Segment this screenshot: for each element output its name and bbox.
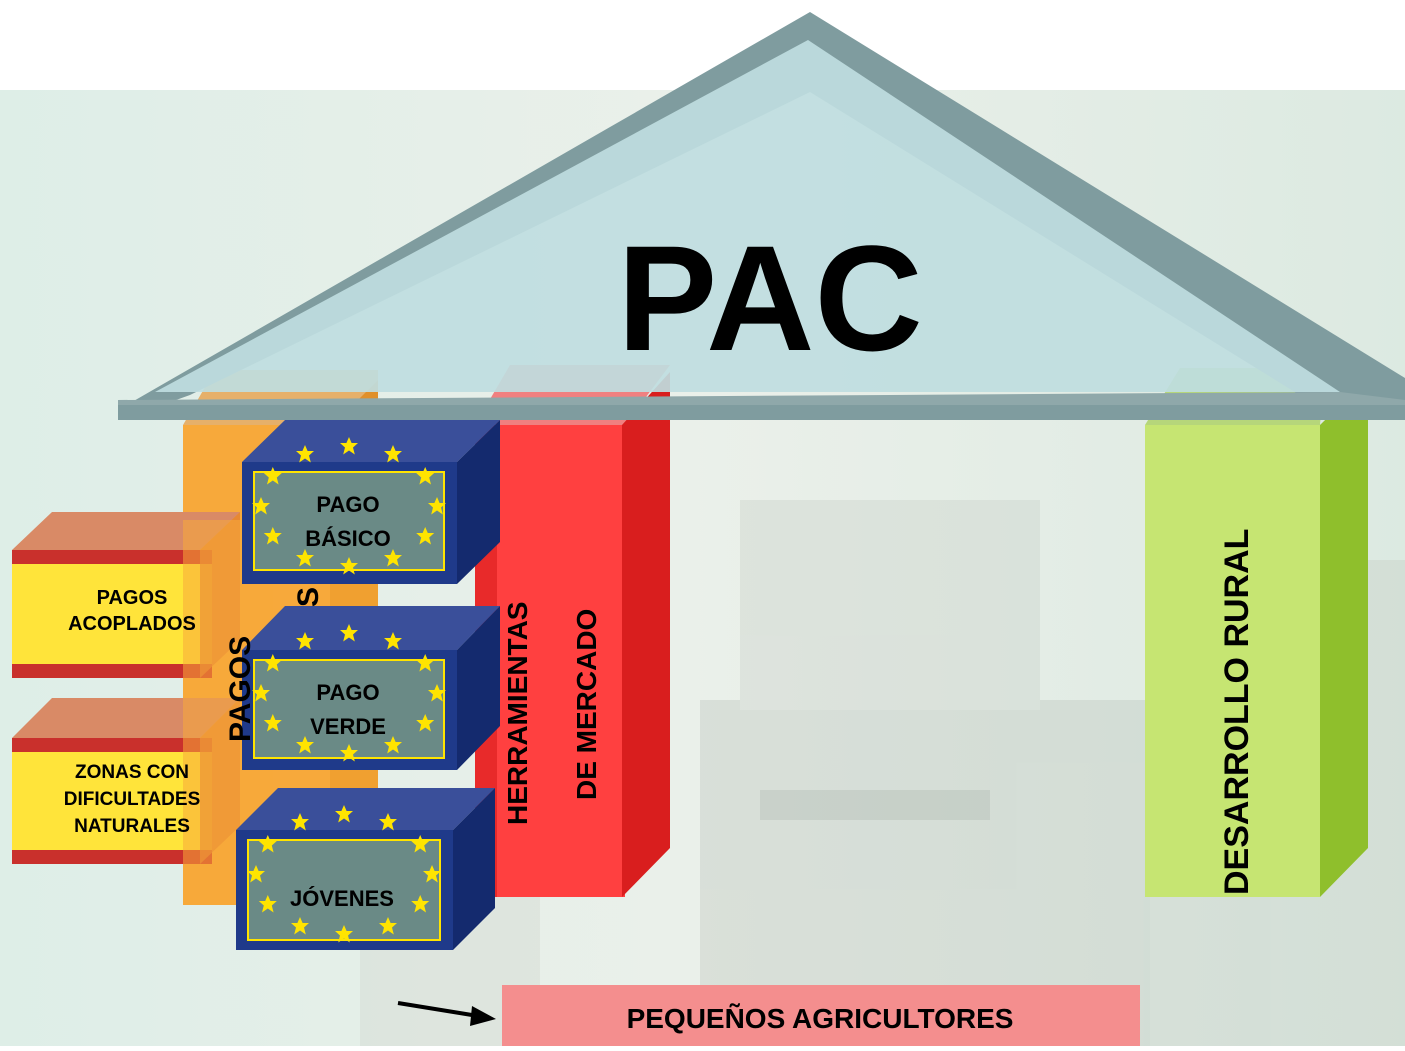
eu-box-2-line2: VERDE — [310, 714, 386, 739]
roof — [118, 12, 1405, 420]
pillar-pagos-label: PAGOS — [224, 636, 257, 742]
eu-box-1-line2: BÁSICO — [305, 526, 391, 551]
pequenos-agricultores-box — [502, 985, 1140, 1046]
spain-box-2-line2: DIFICULTADES — [64, 789, 201, 810]
eu-box-3-line1: JÓVENES — [290, 886, 394, 911]
pillar-herramientas-line2: DE MERCADO — [571, 609, 602, 800]
spain-box-2-line1: ZONAS CON — [75, 762, 189, 783]
arrow — [397, 1001, 496, 1026]
spain-box-2-line3: NATURALES — [74, 816, 190, 837]
spain-box-1-line1: PAGOS — [97, 587, 168, 609]
eu-box-jovenes — [236, 788, 495, 950]
roof-title: PAC — [617, 214, 923, 382]
pequenos-agricultores-label: PEQUEÑOS AGRICULTORES — [627, 1003, 1014, 1034]
spain-box-1-line2: ACOPLADOS — [68, 613, 196, 635]
pillar-desarrollo-rural — [1145, 368, 1368, 897]
pillar-pagos-label-tail: S — [292, 587, 325, 607]
eu-box-2-line1: PAGO — [316, 680, 379, 705]
eu-box-1-line1: PAGO — [316, 492, 379, 517]
pillar-desarrollo-label: DESARROLLO RURAL — [1218, 529, 1256, 895]
pillar-herramientas-line1: HERRAMIENTAS — [502, 602, 533, 825]
